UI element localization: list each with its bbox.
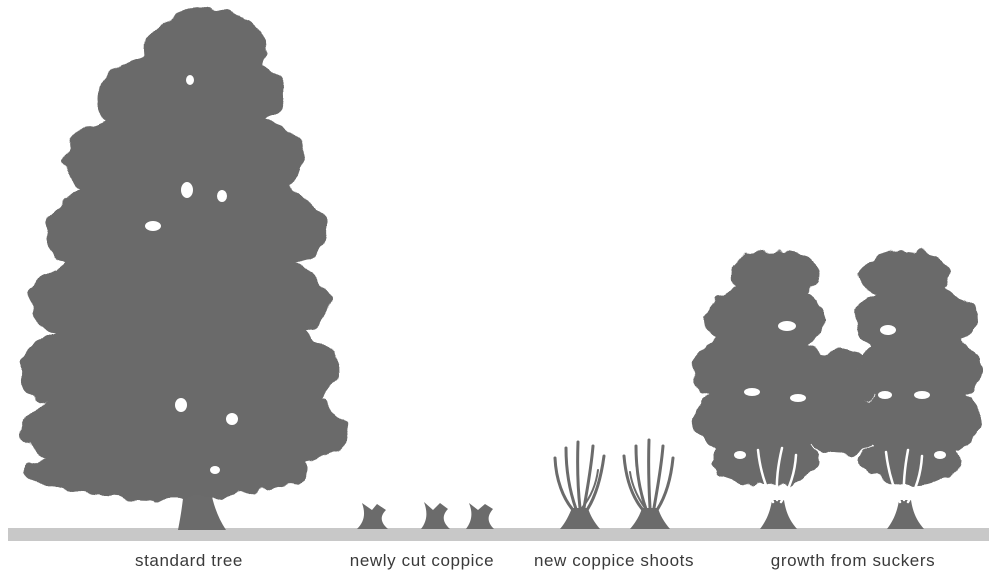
coppice-shoot-clump (624, 440, 673, 529)
coppice-stump (421, 502, 450, 529)
new-coppice-shoots (555, 440, 673, 529)
coppice-stump (357, 503, 388, 529)
sucker-trunk (887, 500, 924, 529)
sucker-canopy-right (853, 250, 982, 485)
standard-tree (20, 10, 350, 530)
caption-newly-cut-coppice: newly cut coppice (350, 551, 494, 571)
coppice-stump (466, 503, 494, 529)
newly-cut-coppice (357, 502, 494, 529)
ground-strip (8, 528, 989, 541)
sucker-trunk (760, 500, 797, 529)
growth-from-suckers (692, 250, 982, 529)
caption-new-coppice-shoots: new coppice shoots (534, 551, 694, 571)
caption-growth-from-suckers: growth from suckers (771, 551, 935, 571)
standard-tree-canopy (20, 10, 350, 498)
caption-standard-tree: standard tree (135, 551, 243, 571)
coppice-shoot-clump (555, 442, 604, 529)
